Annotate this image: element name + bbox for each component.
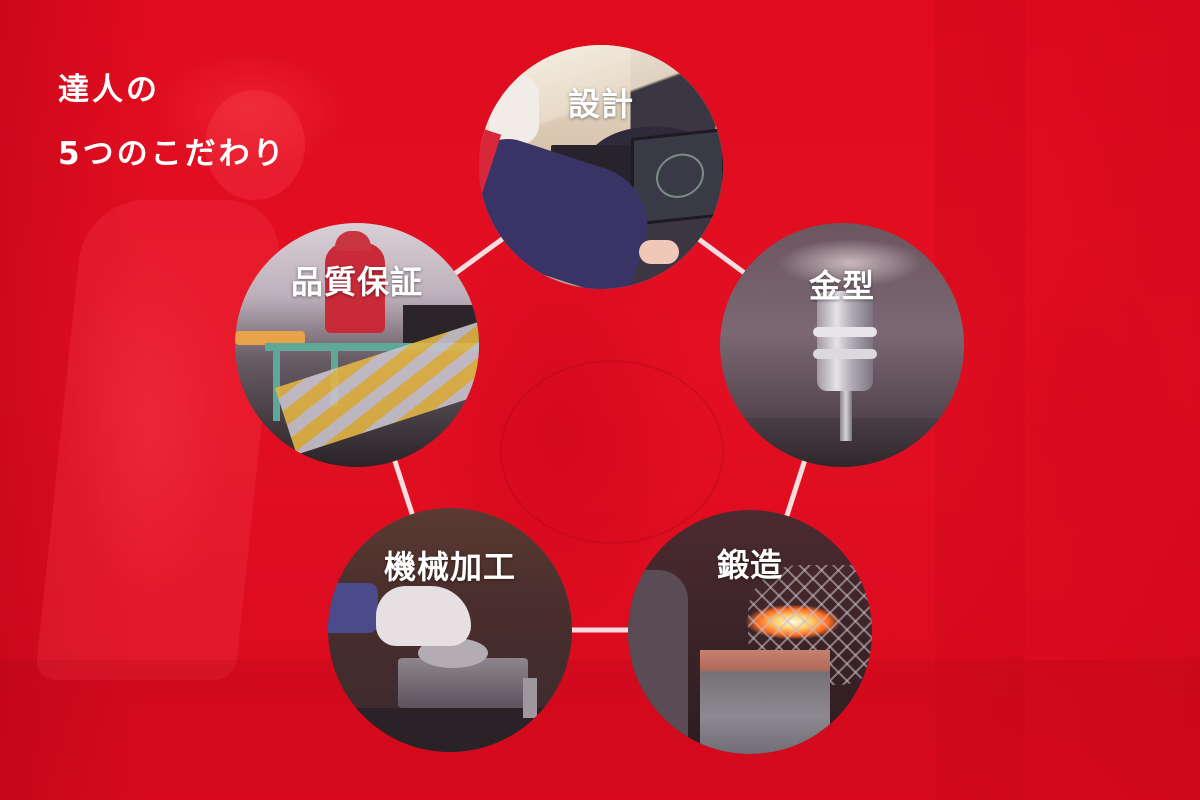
- quality-photo: [235, 223, 479, 467]
- worker-sleeve: [328, 583, 378, 633]
- title-line-1: 達人の: [58, 72, 160, 108]
- desk-leg: [273, 351, 280, 421]
- packaged-tools-line: [275, 320, 479, 455]
- inspector: [325, 243, 385, 333]
- design-photo: [479, 45, 723, 289]
- process-circle-forge[interactable]: 鍛造: [628, 510, 872, 754]
- process-circle-mold[interactable]: 金型: [720, 223, 964, 467]
- parts-tray: [235, 331, 305, 345]
- process-circle-machining[interactable]: 機械加工: [328, 508, 572, 752]
- worker-arm: [628, 570, 688, 754]
- milling-icon: [813, 291, 877, 391]
- circle-label-mold: 金型: [808, 267, 875, 305]
- circle-label-forge: 鍛造: [716, 546, 783, 584]
- engineer-hand: [639, 240, 679, 264]
- process-circle-quality[interactable]: 品質保証: [235, 223, 479, 467]
- forge-photo: [628, 510, 872, 754]
- title-line-2: 5つのこだわり: [58, 136, 287, 172]
- inspector-cap: [335, 231, 371, 251]
- circle-label-quality: 品質保証: [290, 263, 423, 301]
- inspection-desk: [265, 343, 479, 351]
- work-glove: [376, 586, 471, 646]
- machining-photo: [328, 508, 572, 752]
- page-title: 達人の 5つのこだわり: [58, 58, 287, 186]
- circle-label-machining: 機械加工: [383, 548, 516, 586]
- process-circle-design[interactable]: 設計: [479, 45, 723, 289]
- mold-photo: [720, 223, 964, 467]
- circle-label-design: 設計: [567, 85, 634, 123]
- forge-icon: [700, 650, 830, 754]
- clamp-bolt: [523, 678, 537, 718]
- cutting-tool: [840, 391, 852, 441]
